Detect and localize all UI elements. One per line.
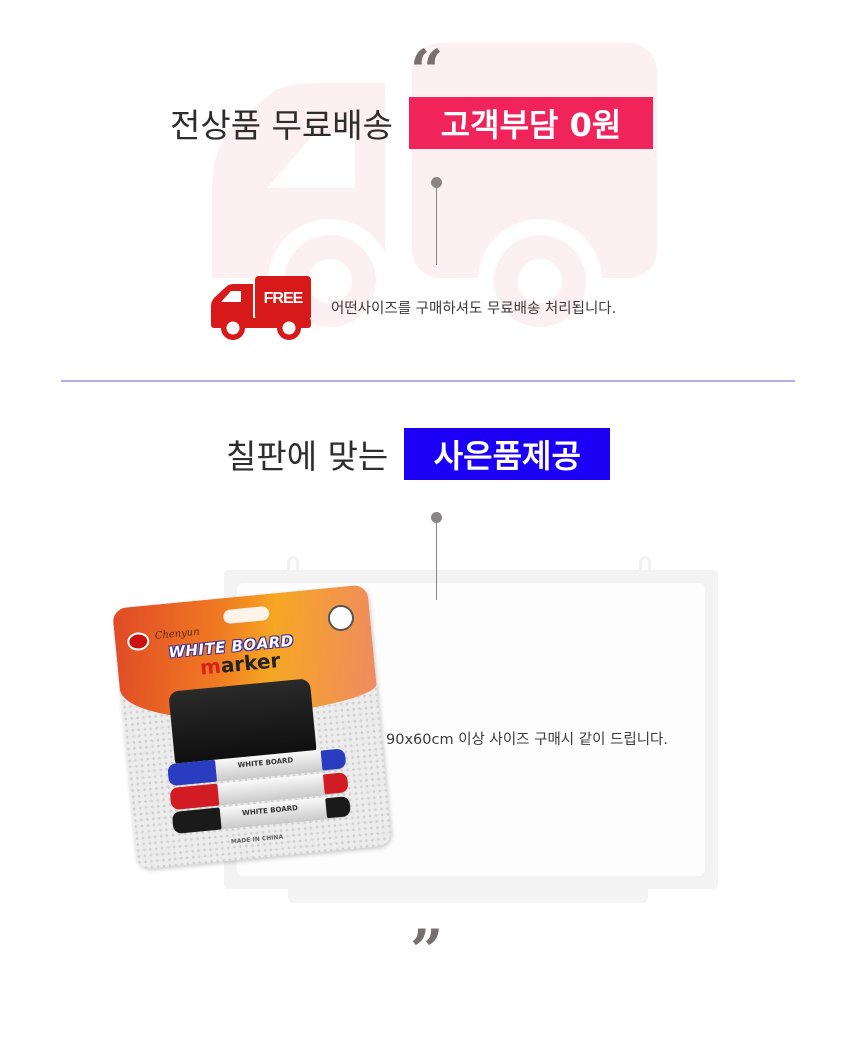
whiteboard-hanger-right <box>639 556 651 572</box>
section-divider <box>61 380 795 382</box>
whiteboard-marker-package-image: Chenyun WHITE BOARD marker WHITE BOARD W… <box>112 584 392 870</box>
free-shipping-caption: 어떤사이즈를 구매하셔도 무료배송 처리됩니다. <box>331 301 617 317</box>
package-side-text <box>130 727 149 837</box>
close-quote-icon: ” <box>410 917 443 985</box>
whiteboard-tray <box>288 889 648 903</box>
svg-text:FREE: FREE <box>264 290 304 307</box>
gift-title-highlight: 사은품제공 <box>404 428 611 480</box>
gift-title-text: 칠판에 맞는 <box>226 437 389 476</box>
shipping-title-highlight: 고객부담 0원 <box>409 97 654 149</box>
whiteboard-hanger-left <box>287 556 299 572</box>
free-delivery-truck-icon: FREE <box>211 276 311 340</box>
shipping-title: 전상품 무료배송 고객부담 0원 <box>170 97 654 149</box>
gift-caption: 90x60cm 이상 사이즈 구매시 같이 드립니다. <box>386 732 668 748</box>
connector-line <box>436 517 437 600</box>
open-quote-icon: “ <box>410 37 443 105</box>
gift-title: 칠판에 맞는 사은품제공 <box>226 428 611 480</box>
shipping-title-text: 전상품 무료배송 <box>170 106 394 145</box>
connector-line <box>436 182 437 265</box>
package-origin: MADE IN CHINA <box>230 833 284 846</box>
